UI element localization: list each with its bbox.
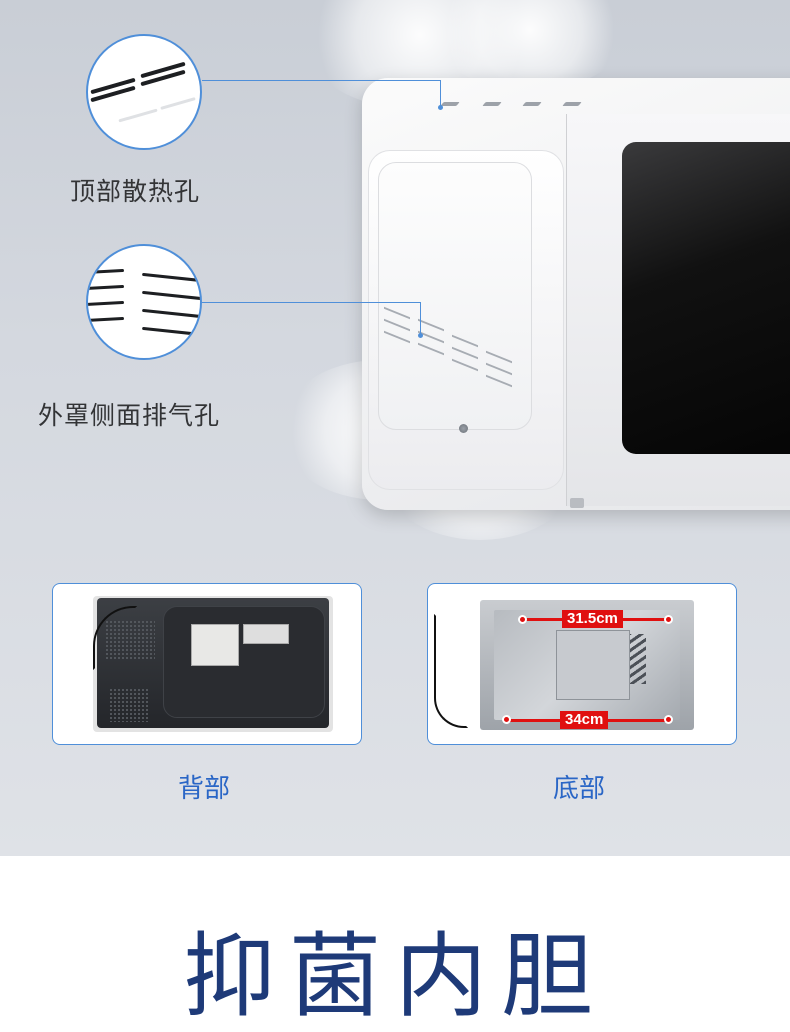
bottom-label: 底部: [553, 774, 606, 804]
side-vent-label: 外罩侧面排气孔: [38, 401, 221, 430]
back-vent-grid: [109, 688, 149, 722]
back-photo: [52, 583, 362, 745]
section-header: [0, 856, 790, 1022]
rating-label: [243, 624, 289, 644]
side-vent-leader: [202, 302, 420, 303]
top-vent-leader: [440, 80, 441, 108]
top-vent-zoom: [86, 34, 202, 150]
width-dimension-end: [518, 615, 527, 624]
rating-label: [191, 624, 239, 666]
microwave-side-panel: [378, 162, 532, 430]
top-vent-marker: [438, 105, 443, 110]
top-vent-leader: [202, 80, 440, 81]
microwave-door: [622, 142, 790, 454]
side-vent-leader: [420, 302, 421, 336]
side-vent-zoom: [86, 244, 202, 360]
width-dimension-label: 31.5cm: [562, 610, 623, 628]
microwave-foot: [570, 498, 584, 508]
depth-dimension-label: 34cm: [560, 711, 609, 729]
bottom-photo: 31.5cm 34cm: [427, 583, 737, 745]
width-dimension-end: [664, 615, 673, 624]
side-vent-marker: [418, 333, 423, 338]
back-label: 背部: [178, 774, 231, 804]
depth-dimension-end: [664, 715, 673, 724]
feature-panel: 顶部散热孔 外罩侧面排气孔 背部 31.5cm: [0, 0, 790, 856]
section-title: 抑菌内胆: [182, 923, 607, 1030]
microwave-screw: [459, 424, 468, 433]
top-vent-label: 顶部散热孔: [70, 177, 201, 206]
power-cord: [434, 614, 468, 728]
depth-dimension-end: [502, 715, 511, 724]
